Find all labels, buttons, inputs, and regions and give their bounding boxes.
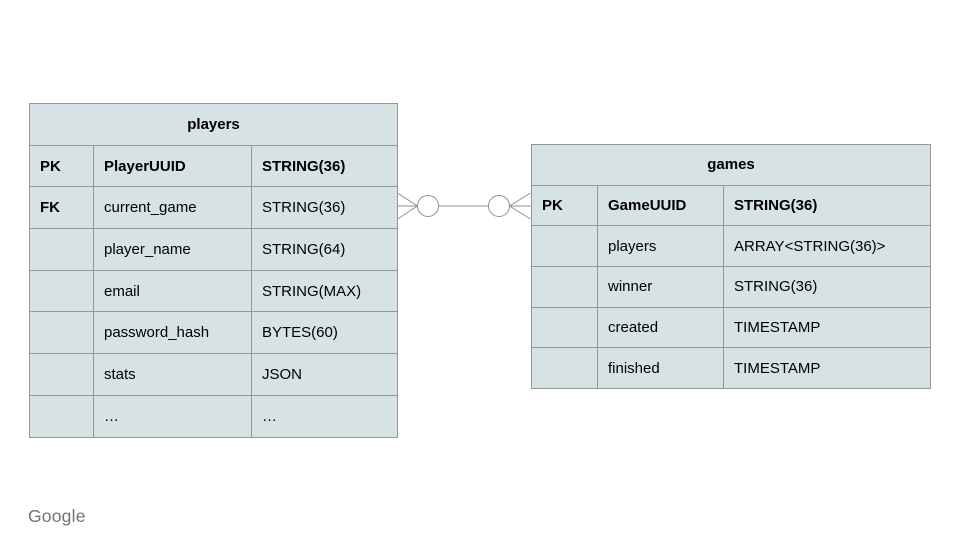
crow-foot-many-right-icon — [509, 192, 531, 220]
cell-type: STRING(36) — [722, 266, 932, 308]
cell-type: TIMESTAMP — [722, 306, 932, 349]
cell-key — [531, 306, 598, 349]
cell-key — [29, 353, 94, 396]
cell-name: player_name — [93, 228, 252, 271]
cell-type: STRING(36) — [722, 184, 932, 227]
cell-key: FK — [29, 186, 94, 230]
cell-type: ARRAY<STRING(36)> — [722, 225, 932, 268]
cell-name: password_hash — [93, 311, 252, 355]
cell-key — [29, 269, 94, 313]
relationship-connector — [397, 192, 531, 220]
cell-type: TIMESTAMP — [722, 347, 932, 390]
cell-name: winner — [597, 266, 724, 308]
cell-key — [29, 311, 94, 355]
cell-key — [531, 347, 598, 390]
cell-type: STRING(64) — [250, 228, 399, 271]
cell-key: PK — [531, 184, 598, 227]
cell-name: created — [597, 306, 724, 349]
cell-type: … — [250, 394, 399, 438]
cell-name: current_game — [93, 186, 252, 230]
cell-key: PK — [29, 144, 94, 188]
table-header-row: players — [28, 103, 399, 146]
cell-name: GameUUID — [597, 184, 724, 227]
players-table-title: players — [28, 103, 399, 146]
cell-type: JSON — [250, 353, 399, 396]
cell-type: BYTES(60) — [250, 311, 399, 355]
cell-key — [29, 394, 94, 438]
google-logo: Google — [28, 506, 86, 526]
cell-name: PlayerUUID — [93, 144, 252, 188]
cell-type: STRING(36) — [250, 144, 399, 188]
zero-cardinality-circle-right-icon — [488, 195, 510, 217]
cell-type: STRING(36) — [250, 186, 399, 230]
table-header-row: games — [530, 144, 932, 186]
cell-key — [29, 228, 94, 271]
cell-type: STRING(MAX) — [250, 269, 399, 313]
cell-name: players — [597, 225, 724, 268]
cell-name: email — [93, 269, 252, 313]
cell-name: stats — [93, 353, 252, 396]
cell-key — [531, 266, 598, 308]
zero-cardinality-circle-left-icon — [417, 195, 439, 217]
cell-key — [531, 225, 598, 268]
cell-name: … — [93, 394, 252, 438]
table-row: …… — [29, 394, 399, 438]
crow-foot-many-left-icon — [397, 192, 418, 220]
games-table-title: games — [530, 144, 932, 186]
cell-name: finished — [597, 347, 724, 390]
